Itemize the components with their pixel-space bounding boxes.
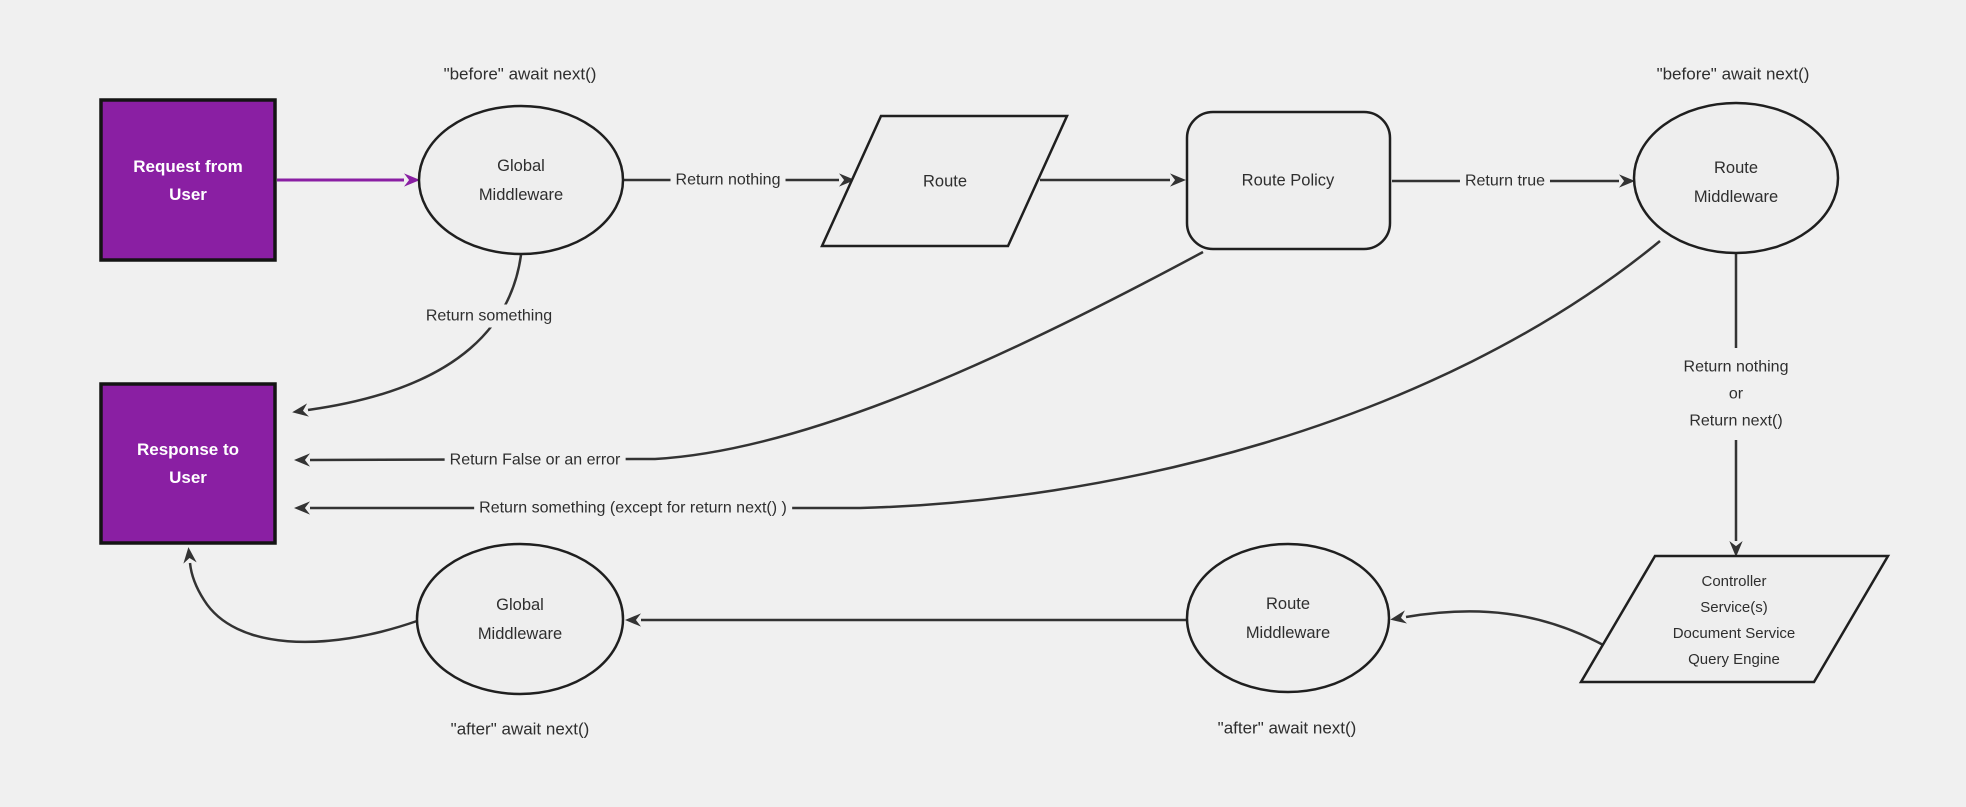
controller-stack-label: Controller Service(s) Document Service Q… <box>1672 573 1796 668</box>
response-to-user-box <box>99 382 277 545</box>
edge-group <box>183 173 1743 653</box>
route-policy-rounded-rect <box>1185 110 1392 251</box>
global-middleware-bottom-label: Global Middleware <box>477 596 563 643</box>
return-true-label: Return true <box>1459 169 1551 193</box>
return-nothing-label: Return nothing <box>670 168 786 192</box>
route-label: Route <box>922 172 968 191</box>
edge-global-middleware-bottom-to-response <box>183 547 418 644</box>
request-from-user-box <box>99 98 277 262</box>
route-parallelogram <box>820 114 1069 248</box>
return-something-except-label: Return something (except for return next… <box>474 496 792 520</box>
route-policy-label: Route Policy <box>1241 171 1335 190</box>
return-something-label: Return something <box>420 304 558 328</box>
return-false-or-error-label: Return False or an error <box>444 448 626 472</box>
edge-route-policy-to-response <box>294 250 1204 467</box>
before-await-next-label-right: "before" await next() <box>1656 64 1810 84</box>
route-middleware-bottom-ellipse <box>1185 542 1391 694</box>
response-to-user-label: Response to User <box>136 440 240 487</box>
before-await-next-label-left: "before" await next() <box>443 64 597 84</box>
route-middleware-bottom-label: Route Middleware <box>1245 595 1331 642</box>
global-middleware-top-label: Global Middleware <box>478 157 564 204</box>
global-middleware-bottom-ellipse <box>415 542 625 696</box>
route-middleware-top-label: Route Middleware <box>1693 159 1779 206</box>
after-await-next-label-right: "after" await next() <box>1217 718 1357 738</box>
edge-route-middleware-to-response <box>294 240 1661 515</box>
global-middleware-top-ellipse <box>417 104 625 256</box>
after-await-next-label-left: "after" await next() <box>450 719 590 739</box>
edge-global-middleware-to-response <box>292 254 523 417</box>
return-nothing-or-next-label: Return nothing or Return next() <box>1683 353 1789 435</box>
request-from-user-label: Request from User <box>133 157 243 204</box>
route-middleware-top-ellipse <box>1632 101 1840 255</box>
controller-stack-parallelogram <box>1578 554 1891 684</box>
edge-controller-to-route-middleware-bottom <box>1390 610 1615 653</box>
